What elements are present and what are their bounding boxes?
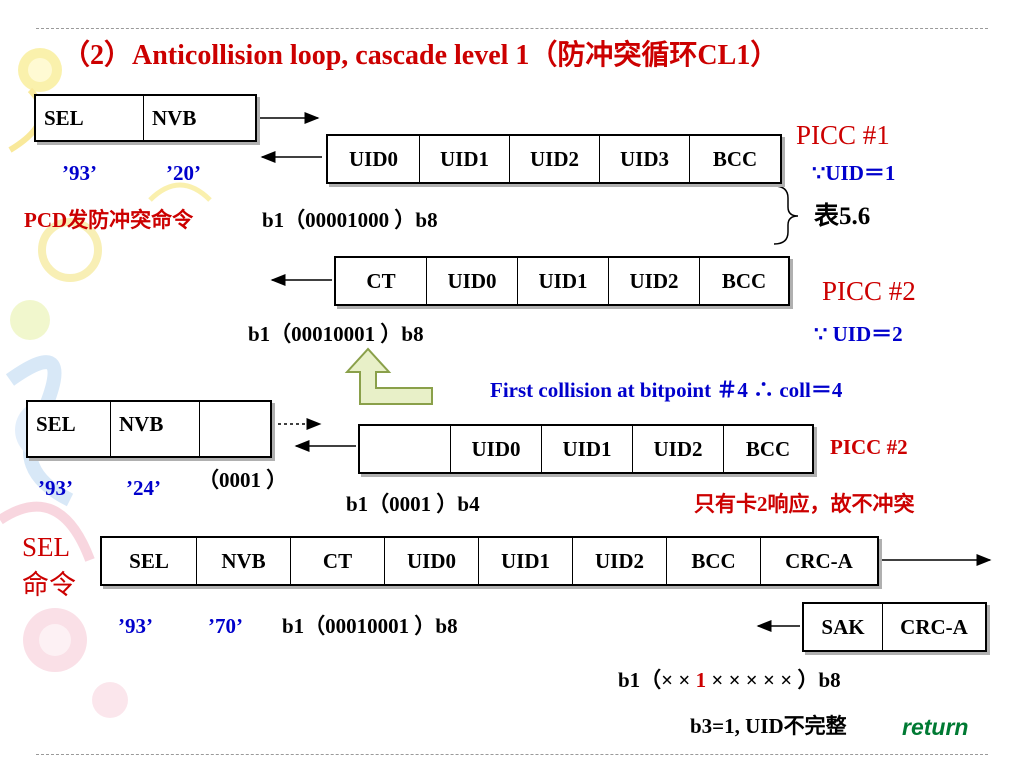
return-link[interactable]: return [902,714,969,740]
sak-cell: SAK [804,604,883,650]
resp3-cell: BCC [745,436,791,461]
cmd2-nvb-value: ’24’ [126,476,161,500]
sel-label-line2: 命令 [22,570,76,600]
footer-note: b3=1, UID不完整 [690,714,847,738]
sel-cell: NVB [197,538,291,584]
resp3-cell: UID0 [451,426,542,472]
resp3-cell [360,426,451,472]
resp1-cell: BCC [712,146,758,171]
cmd2-cell: SEL [28,402,111,456]
resp2-frame: CT UID0 UID1 UID2 BCC [334,256,790,306]
cmd1-cell: NVB [152,105,197,130]
sak-frame: SAK CRC-A [802,602,987,652]
sel-cell: CRC-A [785,548,853,573]
page-title: （2）Anticollision loop, cascade level 1（防… [62,40,779,71]
cmd2-frame: SEL NVB [26,400,272,458]
resp2-bits: b1（00010001 ）b8 [248,322,424,346]
resp1-frame: UID0 UID1 UID2 UID3 BCC [326,134,782,184]
cmd1-sel-value: ’93’ [62,161,97,185]
sel-cell: UID1 [479,538,573,584]
sel-sel-value: ’93’ [118,614,153,638]
picc1-uid: ∵UID＝1 [812,161,896,185]
bottom-divider [36,754,988,755]
sel-label-line1: SEL [22,532,71,562]
resp1-cell: UID1 [420,136,510,182]
resp2-cell: UID2 [609,258,700,304]
cmd2-extra: （0001 ） [198,468,288,492]
cmd1-frame: SEL NVB [34,94,257,142]
resp1-cell: UID0 [328,136,420,182]
cmd2-cell [200,402,270,456]
picc2-title: PICC #2 [822,276,916,306]
cmd1-description: PCD发防冲突命令 [24,208,194,232]
top-divider [36,28,988,29]
resp3-frame: UID0 UID1 UID2 BCC [358,424,814,474]
sel-frame: SEL NVB CT UID0 UID1 UID2 BCC CRC-A [100,536,879,586]
sak-bits: b1（× × 1 × × × × × ）b8 [618,670,841,691]
collision-note: First collision at bitpoint ＃4 ∴ coll＝4 [490,378,843,402]
picc1-title: PICC #1 [796,120,890,150]
cmd1-cell: SEL [36,96,144,140]
sak-bits-highlight: 1 [695,668,707,692]
resp3-note: 只有卡2响应，故不冲突 [694,492,915,516]
sak-cell: CRC-A [900,614,968,639]
sak-bits-suffix: × × × × × ）b8 [706,668,841,692]
resp2-cell: UID1 [518,258,609,304]
resp1-cell: UID2 [510,136,600,182]
sel-bits: b1（00010001 ）b8 [282,614,458,638]
resp2-cell: UID0 [427,258,518,304]
cmd2-sel-value: ’93’ [38,476,73,500]
resp3-cell: UID1 [542,426,633,472]
resp1-cell: UID3 [600,136,690,182]
sel-cell: BCC [667,538,761,584]
sel-nvb-value: ’70’ [208,614,243,638]
sel-cell: CT [291,538,385,584]
picc2-uid: ∵ UID＝2 [814,322,903,346]
resp2-cell: CT [336,258,427,304]
sel-cell: SEL [102,538,197,584]
resp3-picc-label: PICC #2 [830,435,908,459]
bent-arrow [344,347,433,405]
cmd2-cell: NVB [111,402,200,456]
sel-cell: UID0 [385,538,479,584]
sel-cell: UID2 [573,538,667,584]
resp2-cell: BCC [721,268,767,293]
resp3-bits: b1（0001 ）b4 [346,492,480,516]
sak-bits-prefix: b1（× × [618,668,696,692]
cmd1-nvb-value: ’20’ [166,161,201,185]
brace [773,185,799,245]
resp3-cell: UID2 [633,426,724,472]
cmd1-bits: b1（00001000 ）b8 [262,208,438,232]
picc1-table-ref: 表5.6 [814,203,871,230]
